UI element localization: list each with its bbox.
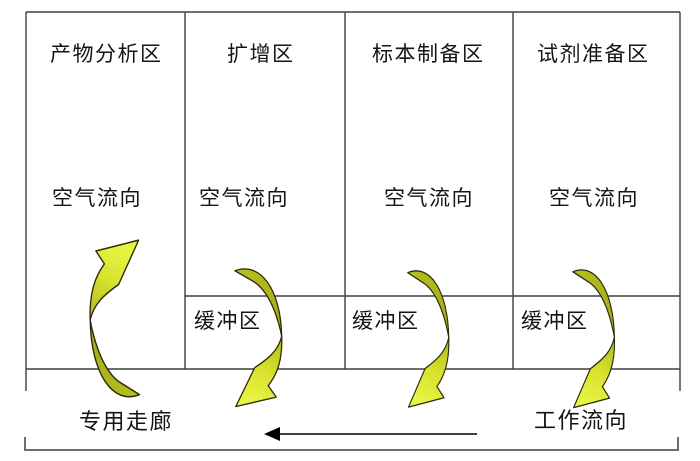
air-cycle-arrow-down-zone4: [572, 269, 616, 409]
buffer-zone-label-zone3: 缓冲区: [352, 309, 420, 333]
air-flow-label-zone1: 空气流向: [52, 186, 142, 210]
zone-title-amplification: 扩增区: [227, 42, 295, 66]
air-flow-label-zone3: 空气流向: [384, 186, 474, 210]
buffer-zone-label-zone4: 缓冲区: [521, 309, 589, 333]
air-flow-label-zone4: 空气流向: [549, 186, 639, 210]
workflow-arrow: [264, 427, 477, 441]
zone-title-product-analysis: 产物分析区: [50, 42, 163, 66]
air-flow-label-zone2: 空气流向: [199, 186, 289, 210]
zone-walls: [25, 11, 681, 391]
air-cycle-arrow-up-zone1: [89, 239, 141, 398]
corridor-outer-wall: [24, 437, 679, 451]
zone-title-specimen-prep: 标本制备区: [372, 42, 485, 66]
buffer-zone-label-zone2: 缓冲区: [194, 309, 262, 333]
air-cycle-arrow-down-zone2: [234, 268, 283, 408]
corridor-label: 专用走廊: [79, 409, 174, 434]
zone-title-reagent-prep: 试剂准备区: [537, 42, 650, 66]
workflow-arrowhead-icon: [264, 427, 280, 441]
air-cycle-arrow-down-zone3: [407, 270, 450, 408]
workflow-direction-label: 工作流向: [534, 408, 629, 433]
